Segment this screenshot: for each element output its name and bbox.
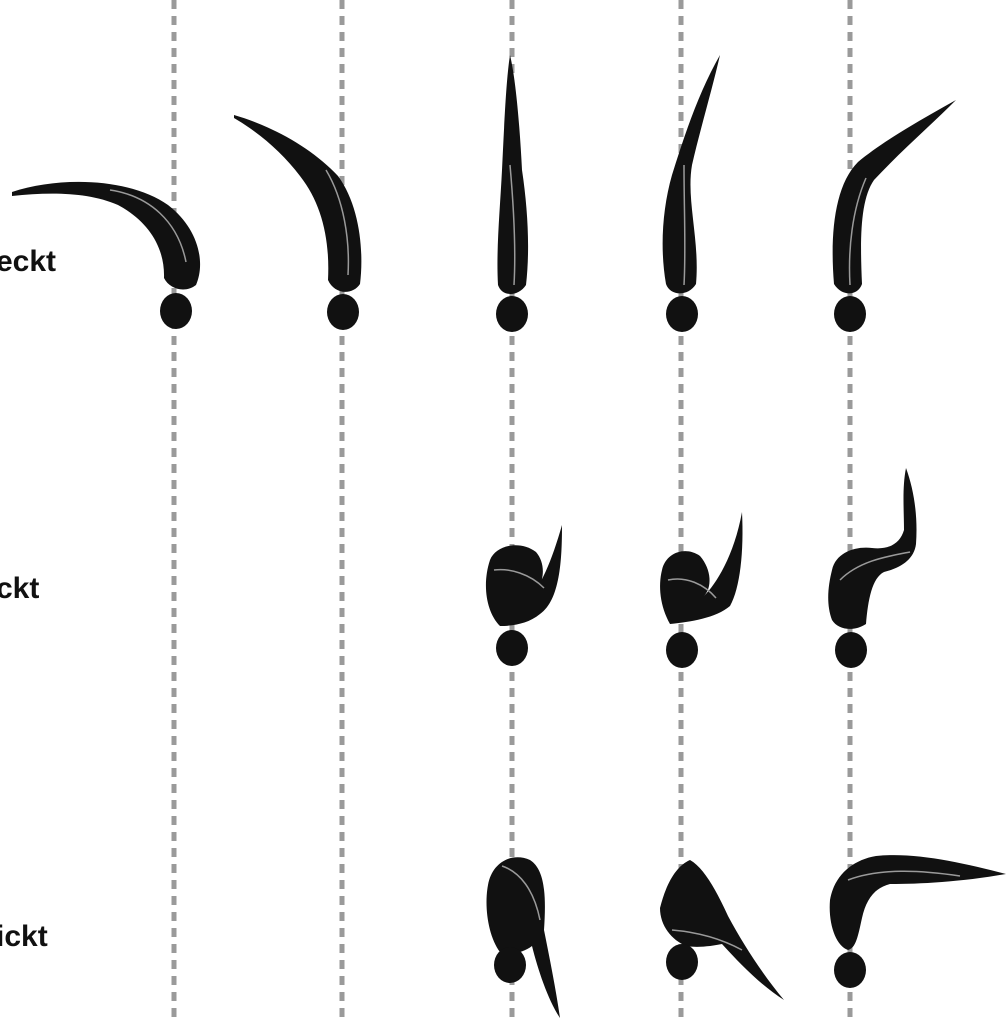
diver-figure-icon — [660, 860, 784, 1000]
diver-figure-icon — [487, 857, 561, 1018]
diver-figure-icon — [496, 55, 528, 332]
row-3-figures — [487, 855, 1006, 1018]
row-1-figures — [12, 55, 956, 332]
diver-figure-icon — [12, 182, 200, 329]
diver-figure-icon — [660, 512, 742, 668]
diver-figure-icon — [663, 55, 720, 332]
diver-figure-icon — [830, 855, 1006, 988]
diver-figure-icon — [486, 525, 562, 666]
diver-figure-icon — [828, 468, 916, 668]
